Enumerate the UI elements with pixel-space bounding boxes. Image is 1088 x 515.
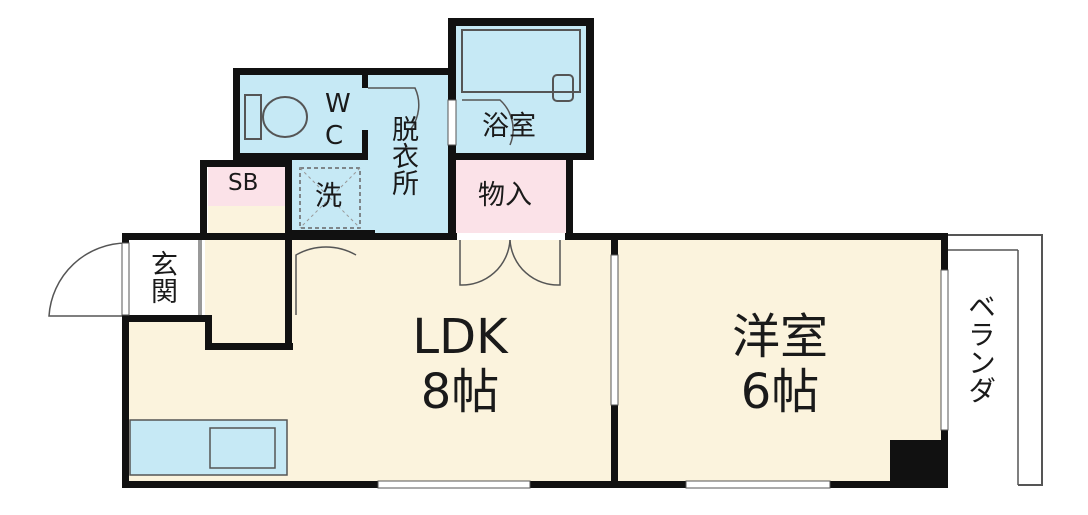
balcony-label: ベランダ (964, 292, 997, 404)
sb-label: SB (228, 170, 259, 196)
balcony-outline (947, 234, 1043, 486)
western-room-name-label: 洋室 (731, 309, 828, 365)
entrance-step (198, 240, 202, 315)
storage-door-right (509, 239, 561, 286)
entrance-label: 玄関 (146, 250, 177, 304)
entrance-floor (127, 238, 205, 316)
western-room-size-label: 6帖 (740, 364, 820, 420)
toilet-tank (244, 94, 262, 140)
storage-door-left (459, 239, 511, 286)
wash-label: 洗 (315, 181, 342, 212)
storage-opening (457, 233, 565, 240)
western-window (685, 480, 831, 489)
sb-floor (208, 163, 288, 206)
entrance-opening (121, 242, 130, 316)
toilet-bowl (262, 96, 308, 138)
dressing-opening (447, 99, 457, 146)
ldk-size-label: 8帖 (420, 364, 500, 420)
ldk-name-label: LDK (412, 309, 508, 365)
sink (209, 427, 276, 469)
partition-opening (610, 254, 619, 406)
storage-floor (455, 157, 568, 235)
bathtub (461, 29, 581, 93)
bath-label: 浴室 (482, 111, 536, 142)
balcony-window (940, 269, 949, 431)
ldk-door-swing (295, 246, 357, 315)
kitchen-counter (129, 419, 288, 476)
washer-diag-2 (299, 167, 361, 229)
entrance-door-swing (48, 242, 128, 317)
bath-faucet (552, 74, 574, 102)
wc-label: WC (325, 89, 351, 151)
washer-space (299, 167, 361, 229)
storage-label: 物入 (478, 180, 532, 211)
dressing-label: 脱衣所 (387, 115, 418, 196)
ldk-window (377, 480, 531, 489)
bath-door-swing (462, 99, 514, 146)
wc-door-swing (368, 87, 420, 131)
